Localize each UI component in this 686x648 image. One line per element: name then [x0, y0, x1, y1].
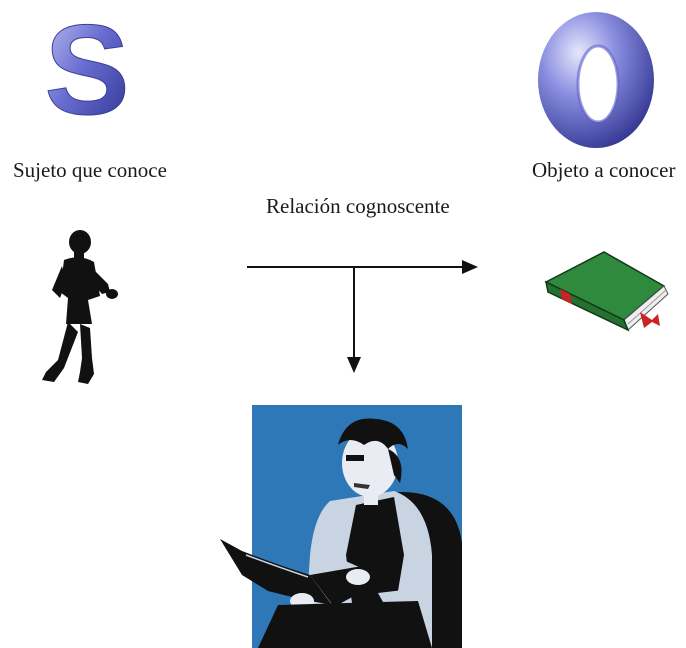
walking-person-silhouette-icon: [30, 228, 120, 393]
subject-letter-s: S: [42, 6, 132, 126]
subject-caption: Sujeto que conoce: [13, 158, 167, 182]
down-arrowhead: [347, 357, 361, 373]
subject-letter-glyph: S: [44, 6, 129, 126]
relation-caption: Relación cognoscente: [266, 194, 450, 218]
object-letter-o: [526, 4, 666, 154]
reading-man-illustration: [218, 405, 466, 648]
right-arrowhead: [462, 260, 478, 274]
green-book-icon: [540, 242, 680, 337]
relation-arrows: [240, 255, 490, 385]
object-caption: Objeto a conocer: [532, 158, 676, 182]
